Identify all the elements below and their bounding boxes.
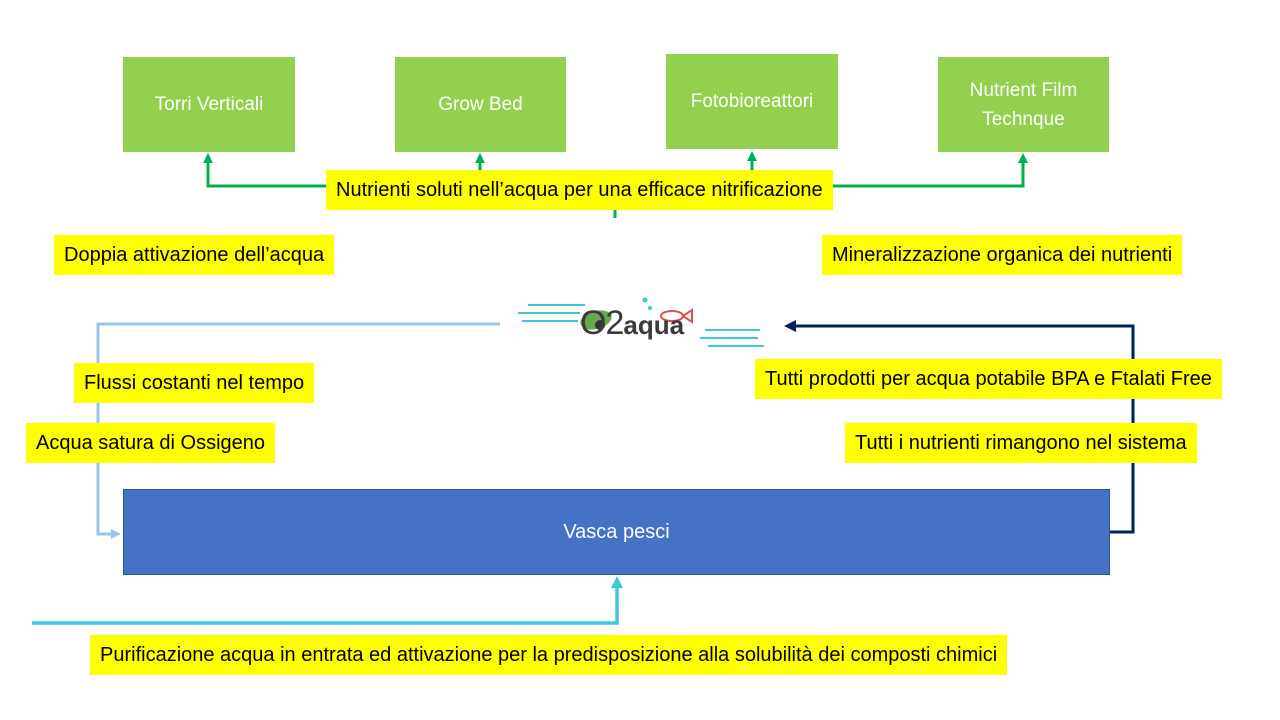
box-foto-label: Fotobioreattori <box>690 91 814 112</box>
label-nutrienti-sistema: Tutti i nutrienti rimangono nel sistema <box>845 423 1197 463</box>
o2aqua-logo: O2aqua <box>510 290 770 356</box>
label-purificazione: Purificazione acqua in entrata ed attiva… <box>90 635 1008 675</box>
label-mineralizzazione: Mineralizzazione organica dei nutrienti <box>822 235 1183 275</box>
label-flussi-costanti: Flussi costanti nel tempo <box>74 363 315 403</box>
box-nft-line2: Technque <box>982 108 1065 130</box>
label-nutrienti: Nutrienti soluti nell’acqua per una effi… <box>326 170 833 210</box>
box-nutrient-film: Nutrient Film Technque <box>938 57 1109 152</box>
fish-tank-label: Vasca pesci <box>563 520 670 543</box>
label-acqua-ossigeno: Acqua satura di Ossigeno <box>26 423 276 463</box>
box-fotobioreattori: Fotobioreattori <box>666 54 838 149</box>
box-nft-line1: Nutrient Film <box>969 79 1078 101</box>
logo-bubbles-icon <box>642 297 652 310</box>
label-prodotti-bpa: Tutti prodotti per acqua potabile BPA e … <box>755 359 1222 399</box>
fish-tank: Vasca pesci <box>123 489 1110 575</box>
logo-water-lines <box>518 304 764 347</box>
box-torri-label: Torri Verticali <box>154 94 264 115</box>
box-nft-label: Nutrient Film Technque <box>970 76 1078 134</box>
arrow-inflow-to-tank <box>32 576 623 625</box>
box-torri-verticali: Torri Verticali <box>123 57 295 152</box>
logo-fish-icon <box>660 308 693 324</box>
logo-aqua-text: aqua <box>623 310 685 340</box>
box-grow-bed-label: Grow Bed <box>438 94 523 115</box>
label-doppia-attivazione: Doppia attivazione dell’acqua <box>54 235 335 275</box>
logo-o2-text: O2 <box>580 304 624 342</box>
logo-leaf-icon <box>580 310 612 330</box>
logo-wordmark: O2aqua <box>580 304 684 343</box>
box-grow-bed: Grow Bed <box>395 57 566 152</box>
